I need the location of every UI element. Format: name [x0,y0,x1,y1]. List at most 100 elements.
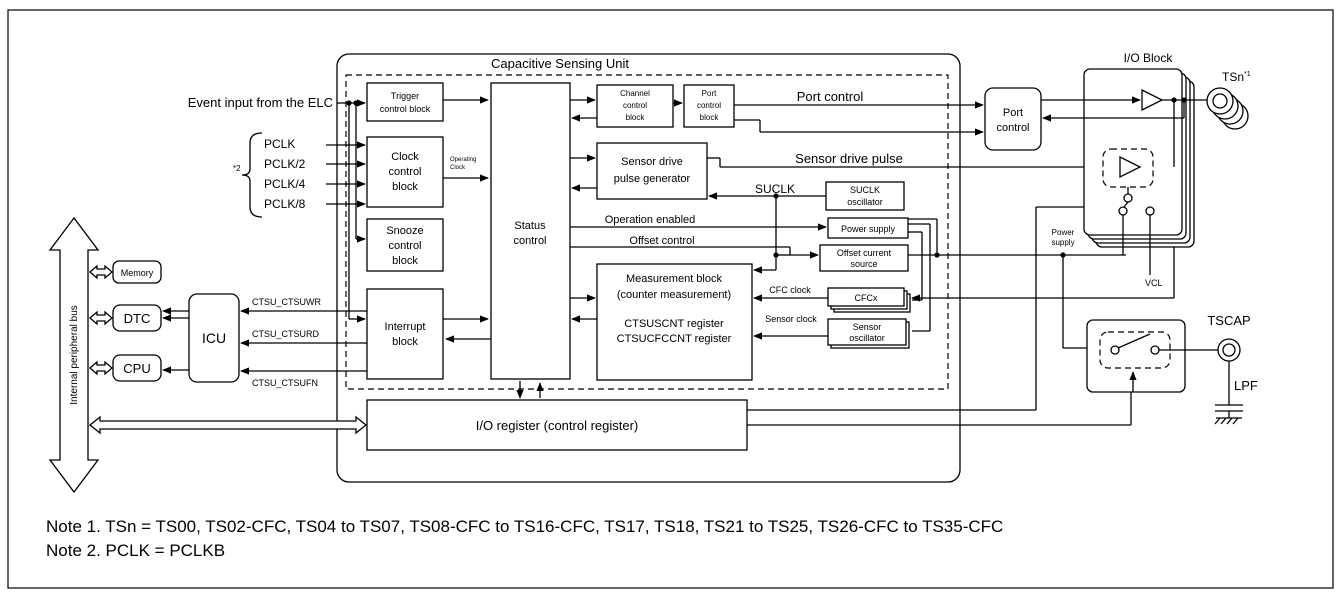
measurement-label-2: (counter measurement) [617,289,731,301]
port-block-label-3: block [700,113,720,122]
power-supply-small-2: supply [1051,238,1074,247]
pclk-2: PCLK/2 [264,157,306,171]
bus-label: Internal peripheral bus [69,305,80,405]
unit-title: Capacitive Sensing Unit [491,56,629,71]
ctsu-fn-label: CTSU_CTSUFN [252,378,318,388]
dtc-label: DTC [124,311,151,326]
suclk-osc-label-1: SUCLK [850,185,880,195]
pclk-1: PCLK [264,137,295,151]
port-control-right [984,87,1042,151]
measurement-label-1: Measurement block [626,273,722,285]
status-label-1: Status [514,220,546,232]
cpu-label: CPU [123,361,150,376]
measurement-block [596,263,753,381]
clock-label-1: Clock [391,151,419,163]
snooze-block [366,218,444,272]
trigger-block [366,82,444,122]
port-control-label: Port control [797,89,864,104]
port-control-right-1: Port [1003,107,1023,119]
measurement-label-4: CTSUCFCCNT register [617,333,732,345]
sensor-drive-label-2: pulse generator [614,173,691,185]
clock-label-3: block [392,181,418,193]
operating-clock-1: Operating [450,157,476,163]
clock-block [366,136,444,208]
offset-label-1: Offset current [837,248,892,258]
offset-current-source [819,244,909,272]
output-buffer [1141,88,1164,112]
sensor-buffer [1119,155,1142,179]
note-1: Note 1. TSn = TS00, TS02-CFC, TS04 to TS… [46,517,1004,536]
notes: Note 1. TSn = TS00, TS02-CFC, TS04 to TS… [46,515,1003,563]
sensor-drive-pulse-label: Sensor drive pulse [795,151,903,166]
ctsu-wr-label: CTSU_CTSUWR [252,297,321,307]
port-block-label-2: control [697,101,721,110]
suclk-oscillator [825,181,905,211]
offset-control-label: Offset control [629,235,694,247]
channel-control-block [596,84,674,128]
tscap-switch-dashed [1099,331,1171,369]
internal-bus-arrow [48,216,100,494]
suclk-label: SUCLK [755,182,795,196]
interrupt-label-2: block [392,336,418,348]
pclk-4: PCLK/8 [264,197,306,211]
snooze-label-3: block [392,255,418,267]
channel-label-3: block [626,113,646,122]
offset-label-2: source [850,259,877,269]
dtc-block [112,304,162,332]
io-register-bus-arrow [88,415,368,435]
memory-bus-arrow [89,264,113,280]
clock-label-2: control [388,166,421,178]
icu-label: ICU [202,330,226,346]
cpu-bus-arrow [89,360,113,376]
memory-label: Memory [121,268,154,278]
io-register-label: I/O register (control register) [476,418,639,433]
io-block [1083,68,1183,236]
power-supply-label: Power supply [841,224,896,234]
sensor-oscillator [827,318,907,346]
io-register-block [366,399,748,451]
sensor-osc-label-1: Sensor [853,322,882,332]
trigger-label-2: control block [380,104,431,114]
operation-enabled-label: Operation enabled [605,214,696,226]
port-control-block [683,84,735,128]
memory-block [112,260,162,284]
operating-clock-2: Clock [450,165,466,171]
snooze-label-2: control [388,240,421,252]
sensor-clock-label: Sensor clock [765,314,817,324]
pclk-3: PCLK/4 [264,177,306,191]
snooze-label-1: Snooze [386,225,423,237]
tscap-switch-block [1086,319,1186,393]
event-input-label: Event input from the ELC [188,95,333,110]
status-control-block [490,82,571,380]
note-2: Note 2. PCLK = PCLKB [46,541,226,560]
io-block-title: I/O Block [1124,51,1174,65]
status-label-2: control [513,235,546,247]
icu-block [188,293,240,383]
ctsu-rd-label: CTSU_CTSURD [252,329,320,339]
sensor-osc-label-2: oscillator [849,333,885,343]
figure-frame [7,9,1334,589]
trigger-label-1: Trigger [391,91,419,101]
cfc-clock-label: CFC clock [769,285,811,295]
port-control-right-2: control [996,122,1029,134]
pclk-brace [241,132,263,218]
measurement-label-3: CTSUSCNT register [624,318,724,330]
lpf-label: LPF [1234,378,1258,393]
interrupt-block [366,288,444,380]
tsn-label: TSn*1 [1222,70,1251,84]
cfcx-label: CFCx [855,293,878,303]
power-supply-block [827,217,909,239]
vcl-label: VCL [1145,278,1163,288]
interrupt-label-1: Interrupt [385,321,426,333]
tscap-label: TSCAP [1207,313,1250,328]
cfcx-block [827,287,905,307]
note2-marker: *2 [233,164,241,173]
unit-inner-dashed [345,74,949,390]
dtc-bus-arrow [89,310,113,326]
cpu-block [112,354,162,382]
channel-label-2: control [623,101,647,110]
channel-label-1: Channel [620,89,650,98]
port-block-label-1: Port [702,89,717,98]
power-supply-small-1: Power [1052,228,1075,237]
